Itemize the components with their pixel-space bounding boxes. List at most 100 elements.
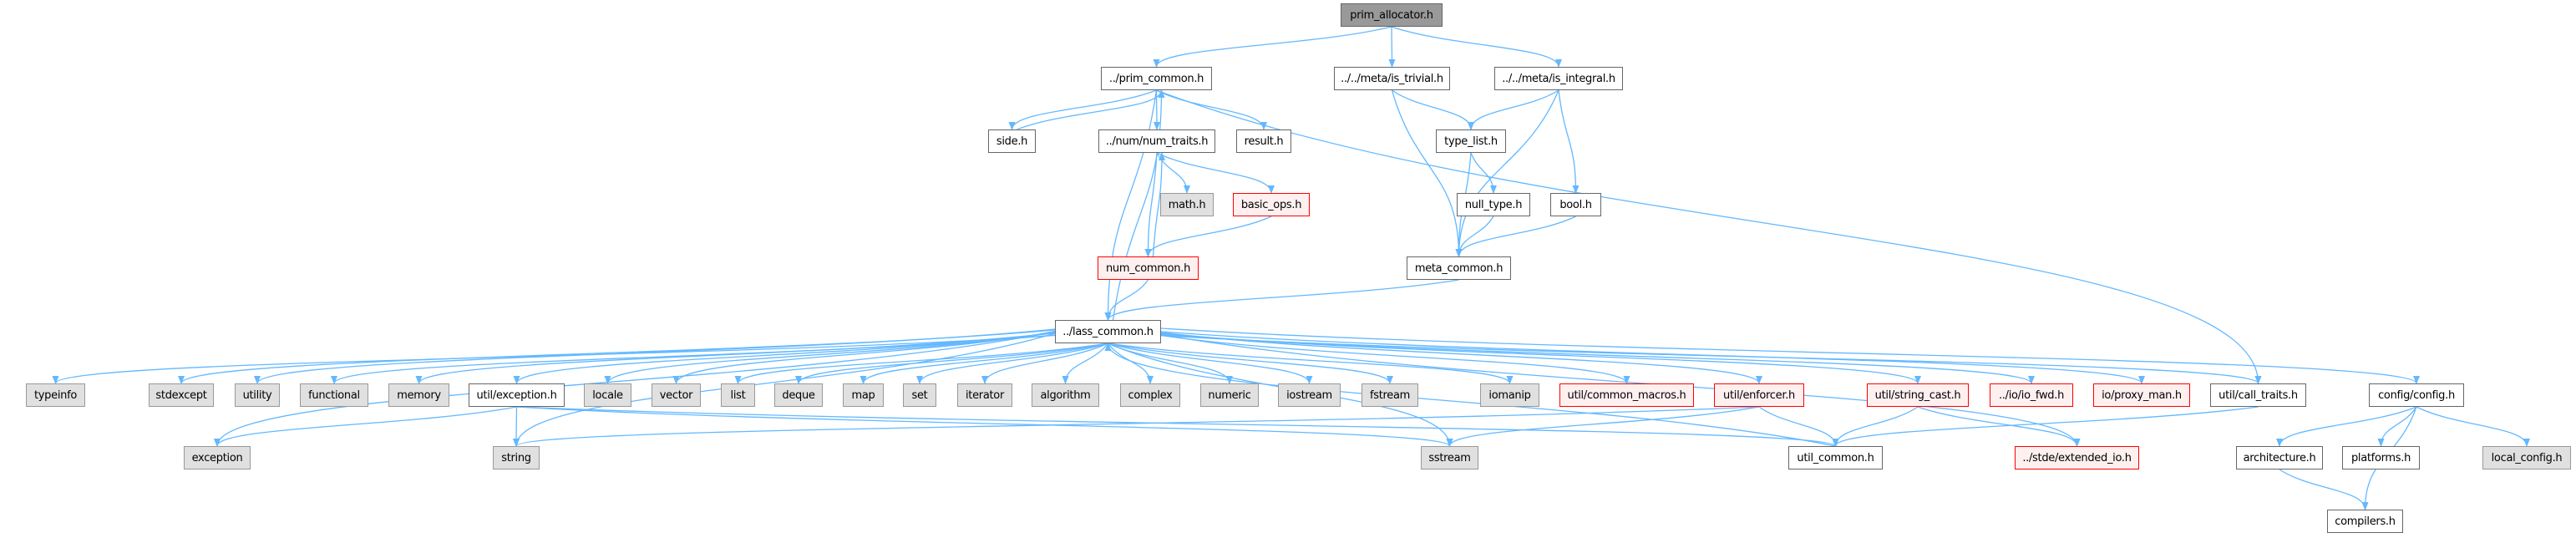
edge-prim-common-to-side	[1008, 89, 1157, 130]
node-local-config: local_config.h	[2482, 446, 2571, 469]
node-label: list	[730, 388, 746, 402]
node-basic-ops[interactable]: basic_ops.h	[1233, 193, 1310, 216]
edge-lass-common-to-call-traits	[1160, 334, 2262, 384]
node-label: util/common_macros.h	[1567, 388, 1686, 402]
node-extended-io[interactable]: ../stde/extended_io.h	[2015, 446, 2139, 469]
node-label: num_common.h	[1105, 261, 1191, 275]
node-memory: memory	[388, 383, 449, 407]
node-result[interactable]: result.h	[1236, 129, 1291, 153]
node-label: ../io/io_fwd.h	[1998, 388, 2065, 402]
node-proxy-man[interactable]: io/proxy_man.h	[2093, 383, 2190, 407]
node-label: basic_ops.h	[1240, 198, 1302, 211]
node-label: exception	[191, 451, 243, 464]
node-num-common[interactable]: num_common.h	[1098, 256, 1199, 280]
node-util-common[interactable]: util_common.h	[1788, 446, 1883, 469]
node-label: side.h	[996, 134, 1028, 148]
edge-type-list-to-null-type	[1470, 152, 1497, 194]
edge-lass-common-to-prim-common	[1112, 89, 1165, 321]
node-exception: exception	[184, 446, 251, 469]
edge-lass-common-to-util-exception	[513, 332, 1056, 384]
node-num-traits[interactable]: ../num/num_traits.h	[1098, 129, 1215, 153]
edge-enforcer-to-string	[513, 406, 1760, 447]
node-complex: complex	[1120, 383, 1180, 407]
node-io-fwd[interactable]: ../io/io_fwd.h	[1990, 383, 2073, 407]
node-config[interactable]: config/config.h	[2369, 383, 2464, 407]
node-label: map	[851, 388, 875, 402]
edge-enforcer-to-sstream	[1446, 406, 1760, 447]
node-label: typeinfo	[33, 388, 78, 402]
node-enforcer[interactable]: util/enforcer.h	[1714, 383, 1804, 407]
node-label: util/call_traits.h	[2219, 388, 2298, 402]
edge-lass-common-to-iterator	[981, 343, 1108, 384]
node-label: iostream	[1286, 388, 1332, 402]
edge-side-to-prim-common	[1017, 89, 1165, 130]
node-label: type_list.h	[1444, 134, 1498, 148]
edge-lass-common-to-functional	[331, 334, 1056, 384]
edge-util-exception-to-util-common	[516, 406, 1839, 447]
edge-prim-allocator-to-is-integral	[1391, 26, 1562, 68]
edge-lass-common-to-map	[860, 343, 1108, 384]
node-deque: deque	[774, 383, 823, 407]
node-label: ../num/num_traits.h	[1105, 134, 1209, 148]
node-label: complex	[1128, 388, 1173, 402]
node-label: local_config.h	[2491, 451, 2563, 464]
edge-prim-common-to-call-traits	[1156, 89, 2262, 384]
node-prim-common[interactable]: ../prim_common.h	[1101, 67, 1212, 90]
edge-is-integral-to-meta-common	[1455, 89, 1559, 257]
node-architecture[interactable]: architecture.h	[2236, 446, 2323, 469]
node-label: fstream	[1369, 388, 1411, 402]
node-common-macros[interactable]: util/common_macros.h	[1559, 383, 1694, 407]
edge-lass-common-to-string	[513, 332, 1056, 447]
node-label: memory	[397, 388, 441, 402]
edge-architecture-to-compilers	[2279, 469, 2369, 510]
node-label: iterator	[965, 388, 1004, 402]
node-lass-common[interactable]: ../lass_common.h	[1055, 320, 1161, 343]
node-iomanip: iomanip	[1480, 383, 1539, 407]
edge-lass-common-to-io-fwd	[1160, 333, 2035, 384]
node-label: config/config.h	[2378, 388, 2455, 402]
node-platforms[interactable]: platforms.h	[2342, 446, 2420, 469]
node-label: set	[911, 388, 928, 402]
edge-num-traits-to-num-common	[1144, 152, 1158, 257]
edge-util-exception-to-sstream	[516, 406, 1453, 447]
node-vector: vector	[652, 383, 701, 407]
node-set: set	[903, 383, 936, 407]
edge-lass-common-to-list	[734, 343, 1108, 384]
node-compilers[interactable]: compilers.h	[2327, 510, 2403, 533]
node-meta-common[interactable]: meta_common.h	[1407, 256, 1511, 280]
node-label: locale	[592, 388, 623, 402]
edge-is-integral-to-bool	[1558, 89, 1580, 194]
node-fstream: fstream	[1362, 383, 1418, 407]
edge-prim-common-to-num-traits	[1153, 89, 1160, 130]
node-label: math.h	[1168, 198, 1206, 211]
edge-num-common-to-num-traits	[1152, 152, 1165, 257]
node-util-exception[interactable]: util/exception.h	[469, 383, 565, 407]
edge-basic-ops-to-num-common	[1144, 216, 1272, 257]
node-algorithm: algorithm	[1032, 383, 1099, 407]
node-type-list[interactable]: type_list.h	[1436, 129, 1506, 153]
node-label: vector	[659, 388, 693, 402]
edge-lass-common-to-typeinfo	[52, 334, 1056, 384]
node-label: architecture.h	[2243, 451, 2316, 464]
edge-is-trivial-to-meta-common	[1391, 89, 1463, 257]
edge-config-to-architecture	[2276, 406, 2417, 447]
edge-meta-common-to-lass-common	[1104, 279, 1459, 321]
node-label: bool.h	[1559, 198, 1592, 211]
edge-lass-common-to-iostream	[1108, 343, 1313, 384]
node-null-type[interactable]: null_type.h	[1457, 193, 1530, 216]
node-string: string	[493, 446, 540, 469]
node-label: ../prim_common.h	[1108, 72, 1204, 85]
edge-util-exception-to-exception	[214, 406, 517, 447]
node-is-integral[interactable]: ../../meta/is_integral.h	[1494, 67, 1623, 90]
edge-config-to-platforms	[2377, 406, 2417, 447]
node-side[interactable]: side.h	[988, 129, 1036, 153]
node-numeric: numeric	[1200, 383, 1259, 407]
node-call-traits[interactable]: util/call_traits.h	[2210, 383, 2306, 407]
node-is-trivial[interactable]: ../../meta/is_trivial.h	[1334, 67, 1450, 90]
node-label: ../../meta/is_integral.h	[1502, 72, 1615, 85]
node-bool[interactable]: bool.h	[1550, 193, 1601, 216]
edge-call-traits-to-util-common	[1832, 406, 2259, 447]
node-string-cast[interactable]: util/string_cast.h	[1867, 383, 1969, 407]
